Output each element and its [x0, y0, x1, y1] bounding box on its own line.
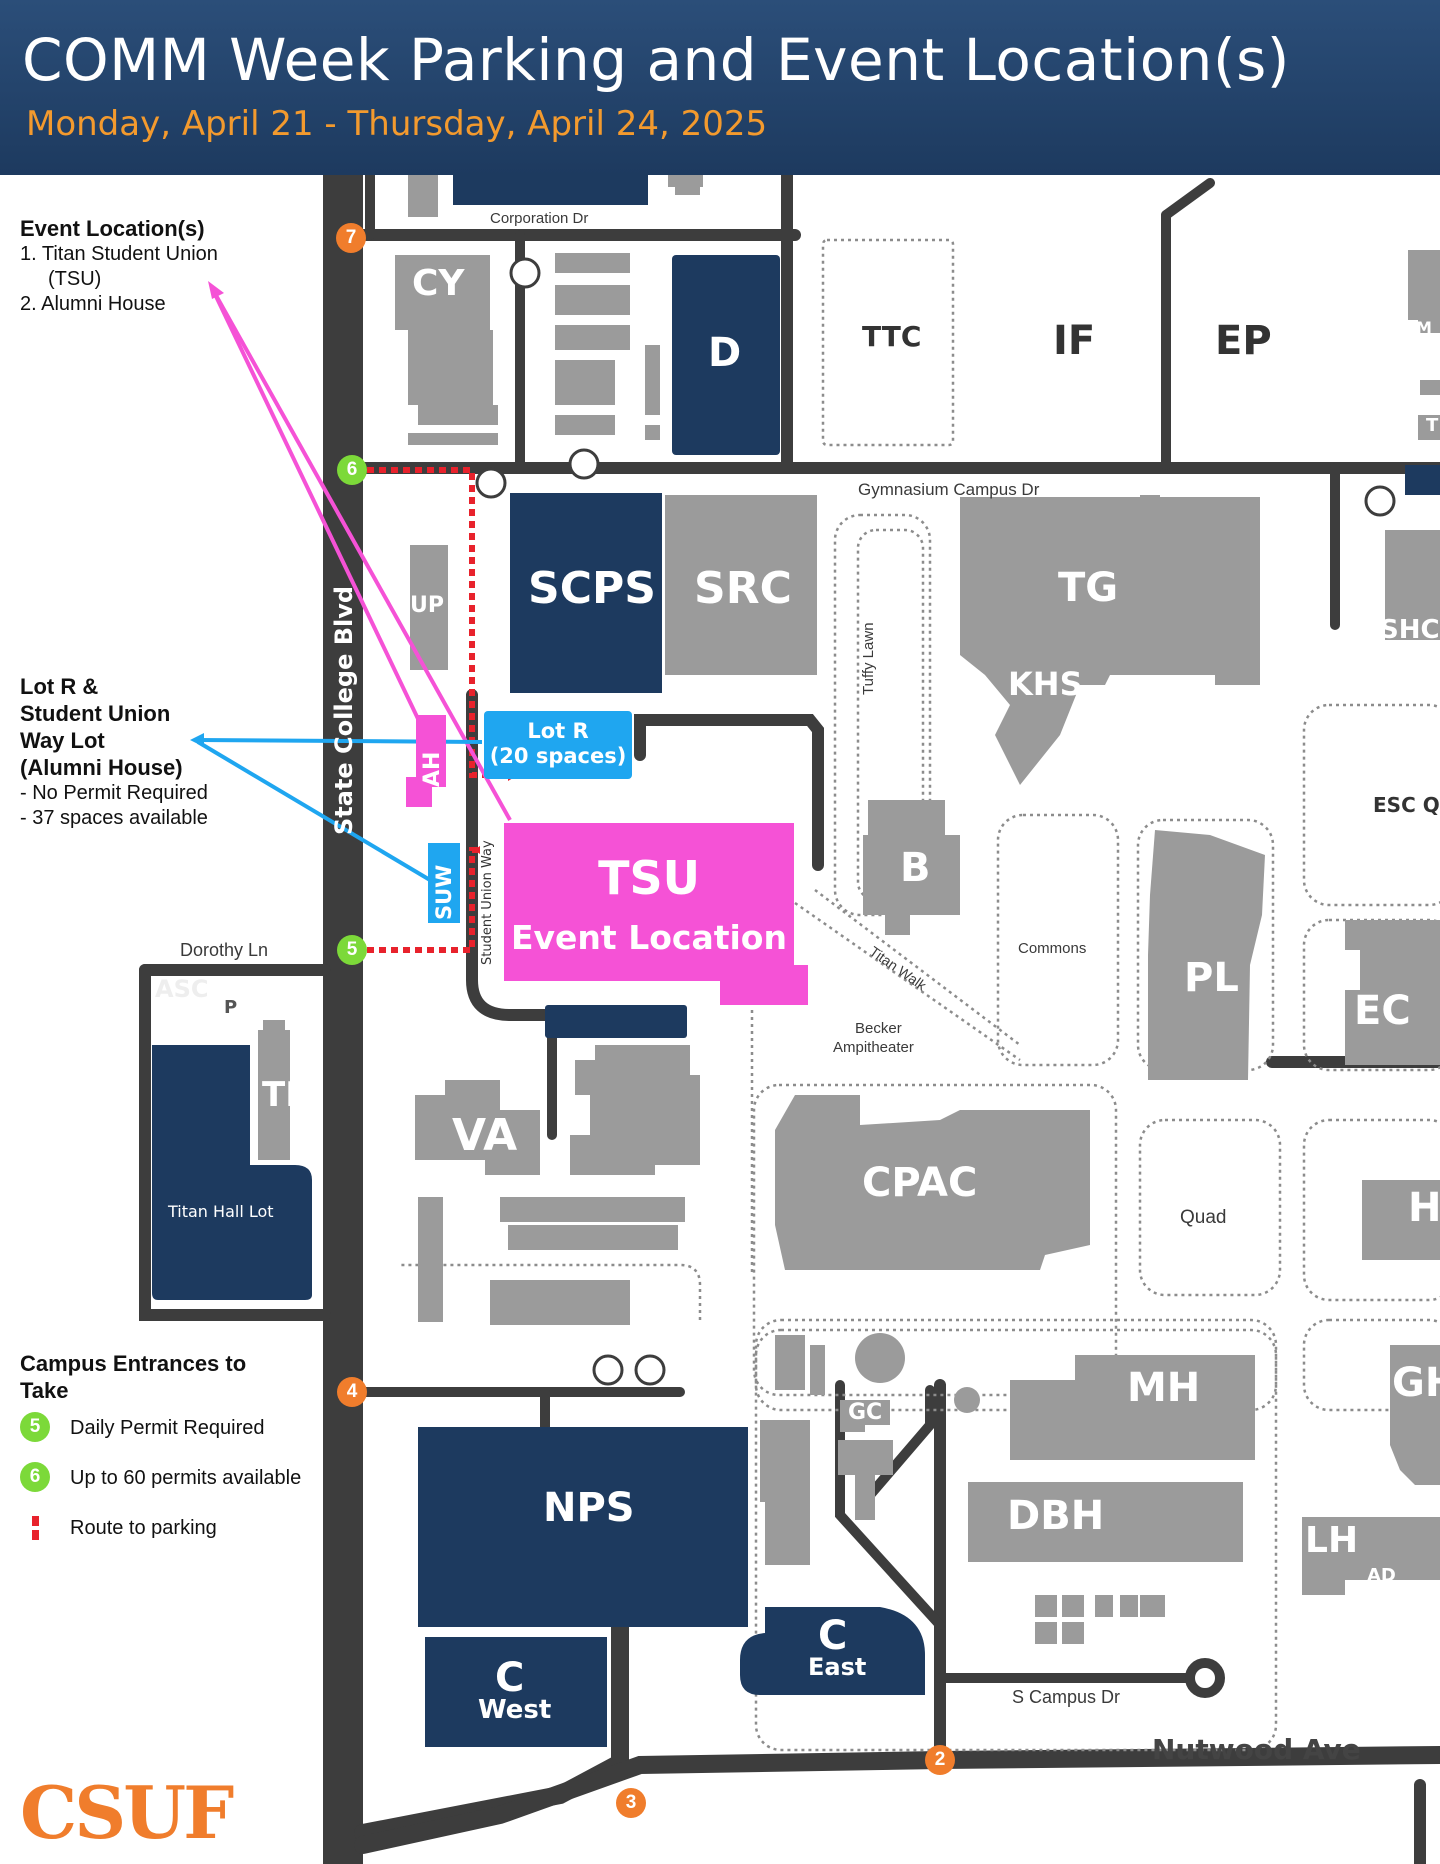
- event-location-2: 2. Alumni House: [20, 293, 166, 315]
- legend-label-route: Route to parking: [70, 1517, 217, 1539]
- header-banner: COMM Week Parking and Event Location(s) …: [0, 0, 1440, 175]
- entrance-2-badge: 2: [925, 1745, 955, 1775]
- parking-d: D: [708, 330, 742, 376]
- lot-info-heading-4: (Alumni House): [20, 755, 183, 780]
- lot-info-heading-2: Student Union: [20, 701, 171, 726]
- parking-nps: NPS: [543, 1485, 635, 1531]
- corporation-dr-label: Corporation Dr: [490, 210, 589, 227]
- tsu-event-location: TSU Event Location: [504, 823, 794, 981]
- building-th: TH: [262, 1075, 314, 1115]
- building-ec: EC: [1354, 988, 1411, 1034]
- parking-c-west-label: West: [478, 1695, 552, 1725]
- legend-row-permits-available: 6 Up to 60 permits available: [20, 1462, 340, 1512]
- tsu-name: TSU: [598, 851, 700, 905]
- building-tg: TG: [1058, 565, 1119, 611]
- parking-p-marker: P: [220, 997, 242, 1018]
- route-swatch-bottom: [32, 1530, 39, 1540]
- lot-r-title: Lot R: [527, 719, 589, 743]
- building-cpac: CPAC: [862, 1160, 978, 1206]
- lot-info-note-2: - 37 spaces available: [20, 807, 208, 829]
- lot-r-label: Lot R (20 spaces): [484, 711, 632, 779]
- ah-marker: AH: [420, 751, 445, 787]
- building-pl: PL: [1184, 955, 1239, 1001]
- dorothy-ln-label: Dorothy Ln: [180, 940, 269, 960]
- event-location-1: 1. Titan Student Union: [20, 243, 218, 265]
- building-src: SRC: [694, 563, 792, 614]
- legend-badge-5: 5: [20, 1412, 50, 1442]
- entrances-heading-1: Campus Entrances to: [20, 1351, 247, 1376]
- quad-label: Quad: [1180, 1207, 1227, 1228]
- lot-info-heading-1: Lot R &: [20, 674, 99, 699]
- building-up: UP: [410, 593, 444, 618]
- entrance-5-badge: 5: [337, 935, 367, 965]
- legend-badge-6: 6: [20, 1462, 50, 1492]
- building-cy: CY: [412, 263, 465, 304]
- page-title: COMM Week Parking and Event Location(s): [22, 26, 1290, 94]
- entrance-6-badge: 6: [337, 455, 367, 485]
- building-gc: GC: [840, 1400, 891, 1425]
- csuf-logo: CSUF: [20, 1770, 234, 1855]
- building-m-edge: M: [1416, 318, 1432, 337]
- building-gh: GH: [1392, 1360, 1440, 1406]
- map-graphics: [139, 175, 1440, 1864]
- commons-label: Commons: [1018, 940, 1087, 957]
- building-khs: KHS: [1008, 665, 1083, 703]
- lot-info-note-1: - No Permit Required: [20, 782, 208, 804]
- tsu-caption: Event Location: [511, 918, 787, 957]
- tuffy-lawn-label: Tuffy Lawn: [860, 622, 877, 695]
- legend-row-route: Route to parking: [20, 1512, 340, 1552]
- entrance-7-badge: 7: [336, 223, 366, 253]
- building-h: H: [1408, 1185, 1440, 1231]
- gymnasium-campus-dr-label: Gymnasium Campus Dr: [858, 480, 1040, 499]
- building-t-edge: T: [1426, 415, 1439, 436]
- building-lh: LH: [1305, 1520, 1359, 1561]
- ampitheater-label: Ampitheater: [833, 1039, 914, 1056]
- entrance-3-badge: 3: [616, 1788, 646, 1818]
- lot-r-capacity: (20 spaces): [489, 744, 627, 768]
- suw-marker: SUW: [432, 864, 456, 920]
- building-mh: MH: [1127, 1365, 1201, 1411]
- becker-label: Becker: [855, 1020, 902, 1037]
- building-shc: SHC: [1380, 615, 1440, 645]
- s-campus-dr-label: S Campus Dr: [1012, 1687, 1121, 1707]
- building-dbh: DBH: [1007, 1493, 1105, 1539]
- date-range: Monday, April 21 - Thursday, April 24, 2…: [26, 104, 768, 144]
- parking-c-west-letter: C: [495, 1655, 525, 1701]
- route-swatch-top: [32, 1516, 39, 1526]
- building-va: VA: [452, 1110, 518, 1161]
- entrance-4-badge: 4: [337, 1377, 367, 1407]
- building-if: IF: [1053, 318, 1096, 364]
- titan-hall-lot-label: Titan Hall Lot: [168, 1202, 274, 1221]
- building-b: B: [900, 845, 931, 891]
- legend-row-daily-permit: 5 Daily Permit Required: [20, 1412, 340, 1462]
- parking-c-east-letter: C: [818, 1613, 848, 1659]
- building-ad: AD: [1367, 1565, 1396, 1586]
- lot-info-panel: Lot R & Student Union Way Lot (Alumni Ho…: [20, 673, 250, 831]
- legend-label-6: Up to 60 permits available: [70, 1467, 302, 1489]
- student-union-way-label: Student Union Way: [480, 840, 495, 965]
- campus-map: Corporation Dr CY D TTC IF EP M T Gymnas…: [0, 175, 1440, 1864]
- building-mc: M C: [1108, 1622, 1150, 1646]
- nutwood-ave-label: Nutwood Ave: [1152, 1733, 1361, 1766]
- building-ep: EP: [1215, 318, 1272, 364]
- legend-label-5: Daily Permit Required: [70, 1417, 265, 1439]
- state-college-blvd-label: State College Blvd: [330, 585, 358, 835]
- entrances-legend: Campus Entrances to Take 5 Daily Permit …: [20, 1350, 340, 1552]
- nutwood-ave-road: [354, 1746, 1440, 1854]
- building-ttc: TTC: [862, 320, 922, 353]
- entrances-heading-2: Take: [20, 1378, 69, 1403]
- parking-c-east-label: East: [808, 1653, 867, 1681]
- building-esc: ESC Q: [1373, 793, 1440, 817]
- parking-scps: SCPS: [528, 563, 656, 614]
- lot-info-heading-3: Way Lot: [20, 728, 105, 753]
- event-locations-panel: Event Location(s) 1. Titan Student Union…: [20, 215, 270, 317]
- building-asc: ASC: [155, 975, 209, 1003]
- event-locations-heading: Event Location(s): [20, 216, 205, 241]
- event-location-1-abbr: (TSU): [48, 268, 102, 290]
